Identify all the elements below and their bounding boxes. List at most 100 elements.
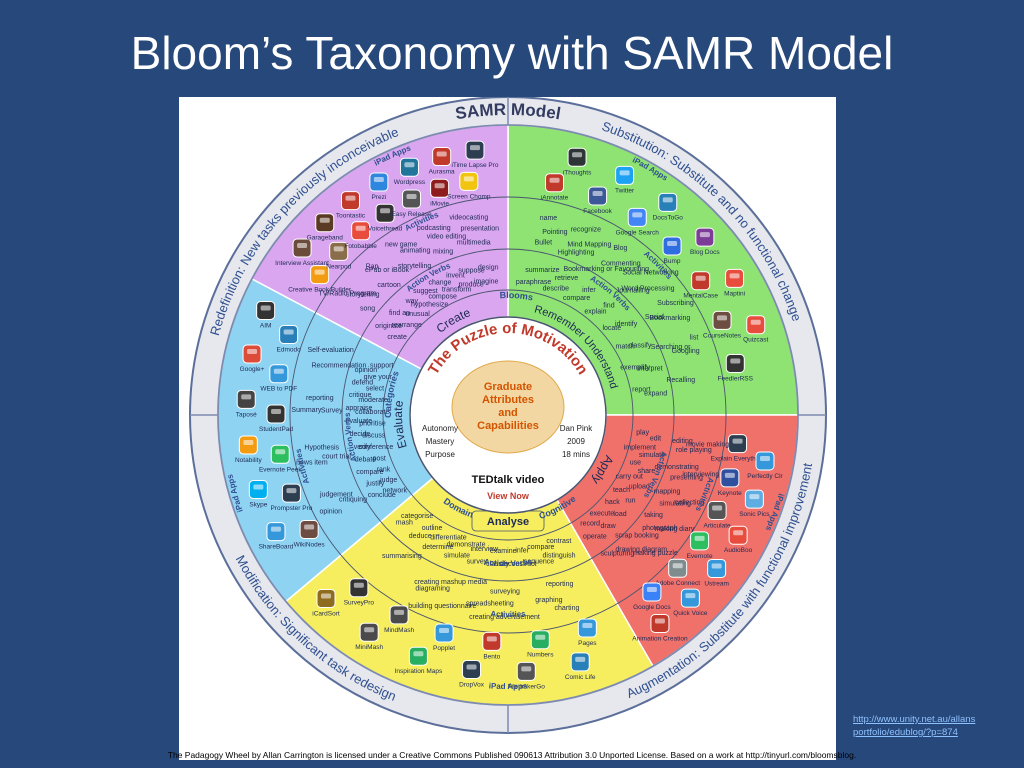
app-rss[interactable]: FeedlerRSS	[718, 353, 754, 382]
app-notes[interactable]: CourseNotes	[703, 310, 742, 339]
app-movie[interactable]: iMovie	[430, 178, 449, 207]
app-label: Google Docs	[633, 604, 671, 611]
activity-label: critiquing	[339, 496, 367, 503]
activity-label: Recommendation	[311, 362, 366, 369]
app-twitter[interactable]: Twitter	[615, 165, 635, 194]
app-animation[interactable]: Animation Creation	[632, 613, 688, 642]
app-wikinodes[interactable]: WikiNodes	[294, 519, 326, 548]
app-label: WikiNodes	[294, 541, 326, 548]
app-notability[interactable]: Notability	[235, 435, 262, 464]
app-prezi[interactable]: Prezi	[369, 172, 389, 201]
app-explain[interactable]: Explain Everything	[711, 434, 765, 463]
activity-label: editing	[672, 438, 693, 445]
app-wp[interactable]: Wordpress	[394, 157, 426, 186]
app-voice[interactable]: Voicethread	[368, 203, 403, 232]
activity-label: making diary	[655, 526, 695, 533]
activity-label: news item	[296, 459, 328, 466]
app-minimash[interactable]: MiniMash	[355, 622, 383, 651]
app-facebook[interactable]: Facebook	[583, 186, 613, 215]
google-icon[interactable]	[627, 207, 647, 227]
app-blogdocs[interactable]: Blog Docs	[690, 227, 720, 256]
app-bento[interactable]: Bento	[482, 631, 502, 660]
app-label: Edmodo	[277, 346, 302, 353]
action-verb: interview	[471, 546, 500, 553]
app-aim[interactable]: AIM	[256, 300, 276, 329]
edmodo-icon[interactable]	[279, 324, 299, 344]
app-photo[interactable]: Fotobabble	[344, 221, 377, 250]
app-peek[interactable]: Evernote Peek	[259, 444, 302, 473]
action-verb: identify	[615, 321, 638, 328]
app-connect[interactable]: Adobe Connect	[655, 558, 700, 587]
app-timelapse[interactable]: iTime Lapse Pro	[451, 140, 499, 169]
activity-label: drawing diagram	[615, 546, 667, 553]
prezi-icon[interactable]	[369, 172, 389, 192]
app-mindmash[interactable]: MindMash	[384, 605, 414, 634]
app-skype[interactable]: Skype	[248, 480, 268, 509]
app-label: Inspiration Maps	[395, 668, 443, 675]
activity-label: Word Processing	[621, 285, 674, 292]
app-cardsort[interactable]: iCardSort	[312, 588, 340, 617]
app-studentpad[interactable]: StudentPad	[259, 404, 293, 433]
samr-header: SAMR Model	[454, 100, 562, 123]
app-google[interactable]: Google Search	[616, 207, 660, 236]
app-ustream[interactable]: Ustream	[704, 558, 729, 587]
view-now-link[interactable]: View Now	[487, 491, 530, 501]
app-quickvoice[interactable]: Quick Voice	[673, 588, 708, 617]
app-prompster[interactable]: Prompster Pro	[270, 483, 313, 512]
app-toon[interactable]: Toontastic	[336, 191, 366, 220]
app-audioboo[interactable]: AudioBoo	[724, 525, 753, 554]
app-chomp[interactable]: Screen Chomp	[447, 171, 491, 200]
app-docs[interactable]: DocsToGo	[653, 192, 684, 221]
action-verb: paraphrase	[516, 279, 552, 286]
activity-label: charting	[555, 605, 580, 612]
app-quiz[interactable]: Quizcast	[743, 315, 769, 344]
app-inspiration[interactable]: Inspiration Maps	[395, 646, 443, 675]
app-maptini[interactable]: Maptini	[724, 268, 745, 297]
app-label: Interview Assistant	[275, 260, 329, 267]
app-aurasma[interactable]: Aurasma	[429, 147, 455, 176]
activity-label: cartoon	[377, 282, 400, 289]
app-popplet[interactable]: Popplet	[433, 623, 455, 652]
app-comic[interactable]: Comic Life	[565, 652, 596, 681]
app-release[interactable]: Easy Release	[391, 189, 432, 218]
action-verb: examine	[490, 548, 517, 555]
action-verb: edit	[650, 435, 661, 442]
app-mentalcase[interactable]: MentalCase	[683, 271, 718, 300]
app-dropvox[interactable]: DropVox	[459, 659, 485, 688]
ring-line	[289, 196, 727, 634]
app-gdocs[interactable]: Google Docs	[633, 582, 671, 611]
app-book[interactable]: Creative Book Builder	[288, 265, 352, 294]
credit-link[interactable]: http://www.unity.net.au/allans portfolio…	[853, 713, 1023, 739]
app-perfectly[interactable]: Perfectly Clr	[747, 451, 784, 480]
app-numbers[interactable]: Numbers	[527, 630, 554, 659]
facebook-icon[interactable]	[588, 186, 608, 206]
app-pages[interactable]: Pages	[577, 618, 597, 647]
mindmash-icon[interactable]	[389, 605, 409, 625]
app-gplus[interactable]: Google+	[240, 344, 265, 373]
app-label: Twitter	[615, 187, 635, 194]
articulate-icon[interactable]	[707, 500, 727, 520]
app-nearpod[interactable]: Nearpod	[326, 241, 352, 270]
app-guitar[interactable]: Garageband	[307, 213, 344, 242]
app-edmodo[interactable]: Edmodo	[277, 324, 302, 353]
app-mic[interactable]: Interview Assistant	[275, 238, 329, 267]
app-articulate[interactable]: Articulate	[704, 500, 731, 529]
app-tapose[interactable]: Taposé	[236, 389, 257, 418]
release-icon[interactable]	[402, 189, 422, 209]
app-surveypro[interactable]: SurveyPro	[344, 578, 375, 607]
app-webpdf[interactable]: WEB to PDF	[260, 364, 297, 393]
app-thoughts[interactable]: iThoughts	[563, 147, 592, 176]
app-filemaker[interactable]: FilemakerGo	[508, 661, 546, 690]
app-sonic[interactable]: Sonic Pics	[739, 489, 770, 518]
app-annotate[interactable]: iAnnotate	[541, 173, 569, 202]
quickvoice-icon[interactable]	[680, 588, 700, 608]
app-evernote[interactable]: Evernote	[687, 531, 713, 560]
app-bump[interactable]: Bump	[662, 236, 682, 265]
credit-link-line-2[interactable]: portfolio/edublog/?p=874	[853, 727, 958, 738]
aurasma-icon[interactable]	[432, 147, 452, 167]
app-label: Notability	[235, 457, 262, 464]
app-shareboard[interactable]: ShareBoard	[259, 522, 294, 551]
app-keynote[interactable]: Keynote	[718, 468, 742, 497]
maptini-icon[interactable]	[725, 268, 745, 288]
credit-link-line-1[interactable]: http://www.unity.net.au/allans	[853, 714, 976, 725]
